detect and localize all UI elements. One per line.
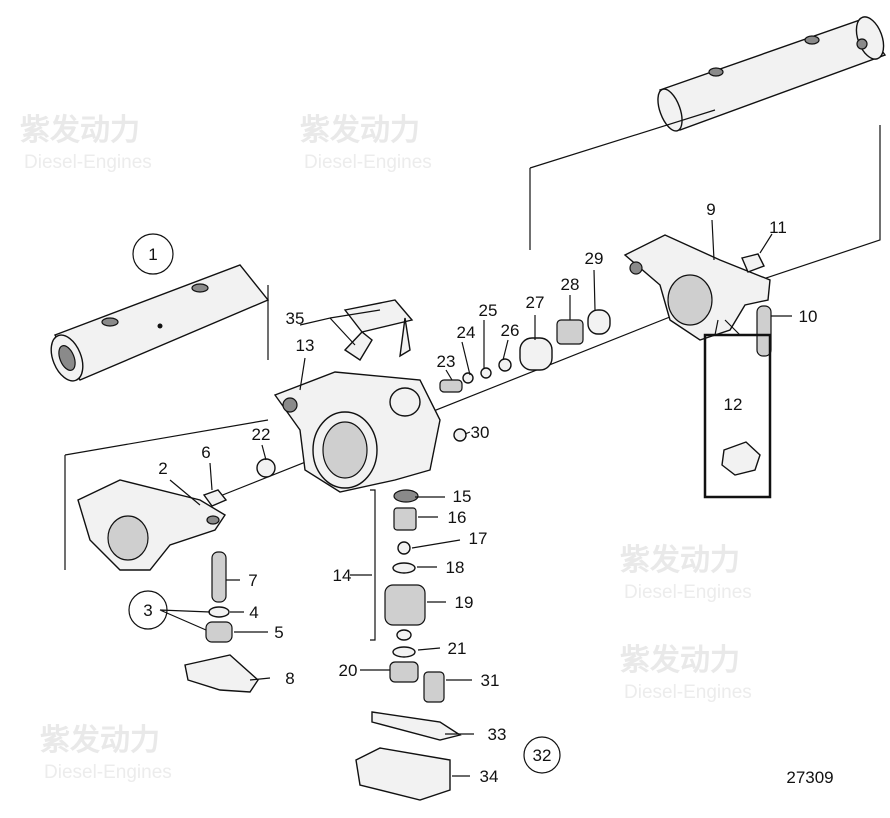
callout-15: 15: [453, 487, 472, 506]
rocker-arm-housing-13: [273, 371, 441, 493]
callout-2: 2: [158, 459, 167, 478]
callout-32: 32: [533, 746, 552, 765]
watermark-cn: 紫发动力: [40, 723, 160, 758]
watermark: 紫发动力 Diesel-Engines 紫发动力 Diesel-Engines …: [20, 113, 752, 783]
callout-18: 18: [446, 558, 465, 577]
callout-19: 19: [455, 593, 474, 612]
callout-23: 23: [437, 352, 456, 371]
callout-27: 27: [526, 293, 545, 312]
callout-12: 12: [724, 395, 743, 414]
callout-1: 1: [148, 245, 157, 264]
watermark-en: Diesel-Engines: [624, 582, 752, 603]
rocker-shaft-upper: [657, 16, 887, 132]
watermark-en: Diesel-Engines: [24, 152, 152, 173]
callout-30: 30: [471, 423, 490, 442]
rocker-arm-2: [77, 479, 226, 571]
callout-4: 4: [249, 603, 258, 622]
watermark-en: Diesel-Engines: [44, 762, 172, 783]
callout-9: 9: [706, 200, 715, 219]
callout-22: 22: [252, 425, 271, 444]
drawing-number: 27309: [786, 768, 833, 787]
watermark-cn: 紫发动力: [620, 643, 740, 678]
callout-31: 31: [481, 671, 500, 690]
callout-34: 34: [480, 767, 499, 786]
callout-6: 6: [201, 443, 210, 462]
callout-14: 14: [333, 566, 352, 585]
callout-29: 29: [585, 249, 604, 268]
callout-20: 20: [339, 661, 358, 680]
callout-13: 13: [296, 336, 315, 355]
rocker-arm-9: [623, 234, 771, 341]
watermark-cn: 紫发动力: [620, 543, 740, 578]
callout-11: 11: [769, 218, 787, 237]
callout-10: 10: [799, 307, 818, 326]
callout-7: 7: [248, 571, 257, 590]
callout-3: 3: [143, 601, 152, 620]
callout-21: 21: [448, 639, 467, 658]
watermark-cn: 紫发动力: [20, 113, 140, 148]
small-parts: [184, 253, 772, 801]
callout-33: 33: [488, 725, 507, 744]
callout-17: 17: [469, 529, 488, 548]
callout-labels: 1 2 3 4 5 6 7 8 9 10 11 12 13 14 15 16 1…: [143, 200, 833, 787]
watermark-en: Diesel-Engines: [624, 682, 752, 703]
callout-5: 5: [274, 623, 283, 642]
callout-26: 26: [501, 321, 520, 340]
callout-28: 28: [561, 275, 580, 294]
watermark-cn: 紫发动力: [300, 113, 420, 148]
callout-16: 16: [448, 508, 467, 527]
rocker-shaft-1: [50, 264, 270, 382]
callout-25: 25: [479, 301, 498, 320]
callout-8: 8: [285, 669, 294, 688]
callout-24: 24: [457, 323, 476, 342]
watermark-en: Diesel-Engines: [304, 152, 432, 173]
callout-35: 35: [286, 309, 305, 328]
